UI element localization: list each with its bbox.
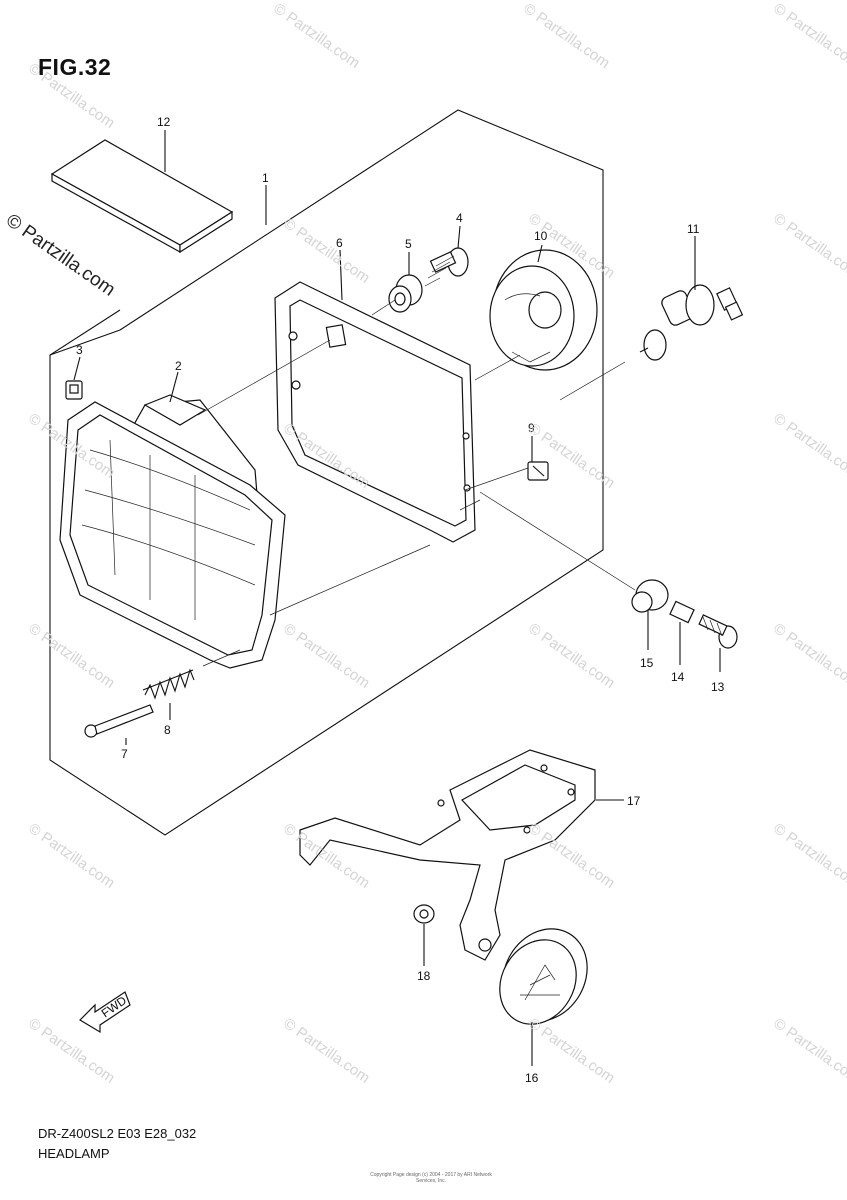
leader-lines xyxy=(73,130,721,1066)
exploded-guides xyxy=(197,277,636,667)
callout-6: 6 xyxy=(336,236,343,250)
assembly-frame xyxy=(49,109,604,836)
part-16-reflector[interactable] xyxy=(485,913,604,1038)
part-4-screw[interactable] xyxy=(427,247,469,279)
part-5-grommet[interactable] xyxy=(388,274,423,313)
copyright-notice: Copyright Page design (c) 2004 - 2017 by… xyxy=(370,1172,492,1184)
fwd-arrow-icon: FWD xyxy=(79,991,131,1034)
callout-10: 10 xyxy=(534,229,548,243)
part-18-nut[interactable] xyxy=(413,904,435,924)
figure-title: FIG.32 xyxy=(38,54,112,80)
callout-17: 17 xyxy=(627,794,641,808)
callout-13: 13 xyxy=(711,680,725,694)
callout-4: 4 xyxy=(456,211,463,225)
diagram-caption: HEADLAMP xyxy=(38,1146,110,1161)
part-12-pad[interactable] xyxy=(50,139,234,254)
part-14-collar[interactable] xyxy=(669,600,695,624)
part-7-screw[interactable] xyxy=(84,704,154,738)
callout-2: 2 xyxy=(175,359,182,373)
callout-8: 8 xyxy=(164,723,171,737)
callout-labels: 1 2 3 4 5 6 7 8 9 10 11 12 13 14 15 16 1… xyxy=(76,115,725,1085)
part-8-spring[interactable] xyxy=(142,668,195,700)
part-9-clip[interactable] xyxy=(527,461,549,481)
callout-16: 16 xyxy=(525,1071,539,1085)
part-17-mount-bracket[interactable] xyxy=(299,749,596,961)
part-10-socket-cover[interactable] xyxy=(489,249,598,371)
callout-3: 3 xyxy=(76,343,83,357)
callout-5: 5 xyxy=(405,237,412,251)
callout-12: 12 xyxy=(157,115,171,129)
part-11-bulb[interactable] xyxy=(639,284,744,361)
part-3-nut[interactable] xyxy=(65,380,83,400)
part-2-headlamp[interactable] xyxy=(59,394,286,669)
part-6-bracket[interactable] xyxy=(274,281,476,543)
callout-14: 14 xyxy=(671,670,685,684)
callout-11: 11 xyxy=(687,222,700,236)
model-code: DR-Z400SL2 E03 E28_032 xyxy=(38,1126,197,1141)
callout-7: 7 xyxy=(121,747,128,761)
part-15-grommet[interactable] xyxy=(631,579,669,613)
part-13-bolt[interactable] xyxy=(698,614,738,649)
callout-9: 9 xyxy=(528,421,535,435)
callout-18: 18 xyxy=(417,969,431,983)
callout-15: 15 xyxy=(640,656,654,670)
callout-1: 1 xyxy=(262,171,269,185)
